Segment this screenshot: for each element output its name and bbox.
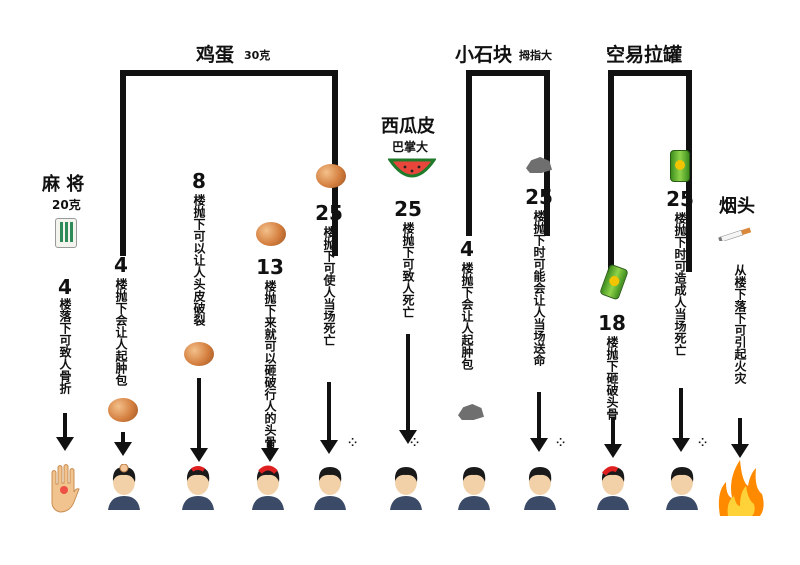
victim-head: [388, 464, 424, 510]
egg-icon: [316, 164, 346, 188]
rock-group-bracket: [466, 70, 550, 236]
can-group-title: 空易拉罐: [606, 44, 683, 66]
victim-head: [180, 464, 216, 510]
victim-head: [595, 464, 631, 510]
mahjong-title: 麻 将: [42, 174, 85, 195]
egg8-arrow: [190, 378, 208, 462]
egg25-floor-number: 25: [315, 201, 343, 225]
can-impact-icon: ⁘: [698, 436, 708, 449]
egg-group-weight: 30克: [244, 49, 271, 62]
can18-arrow: [604, 418, 622, 458]
rind-splat-icon: ⁘: [410, 436, 420, 449]
egg-group-title: 鸡蛋: [196, 44, 235, 66]
egg13-floor-number: 13: [256, 255, 284, 279]
can18-description: 楼抛下砸破头骨: [605, 336, 619, 420]
can25-description: 楼抛下时可造成人当场死亡: [673, 212, 687, 356]
egg-icon: [184, 342, 214, 366]
mahjong-floor-number: 4: [58, 275, 72, 299]
egg-icon: [256, 222, 286, 246]
rock25-arrow: [530, 392, 548, 452]
mahjong-description: 楼落下可致人骨折: [58, 298, 72, 394]
rock-icon: [458, 404, 484, 420]
egg-icon: [108, 398, 138, 422]
cigarette-arrow: [731, 418, 749, 458]
can-icon: [599, 263, 629, 301]
rock-icon: [526, 157, 552, 173]
watermelon-description: 楼抛下可致人死亡: [401, 222, 415, 318]
egg-splat-icon: ⁘: [348, 436, 358, 449]
watermelon-size: 巴掌大: [392, 140, 429, 154]
victim-head: [456, 464, 492, 510]
egg4-description: 楼抛下会让人起肿包: [114, 278, 128, 386]
egg8-description: 楼抛下可以让人头皮破裂: [192, 194, 206, 326]
can25-floor-number: 25: [666, 187, 694, 211]
watermelon-floor-number: 25: [394, 197, 422, 221]
egg25-arrow: [320, 382, 338, 454]
mahjong-arrow: [56, 413, 74, 451]
can25-arrow: [672, 388, 690, 452]
cigarette-description: 从楼下落下可引起火灾: [733, 264, 747, 384]
fire-icon: [716, 452, 766, 518]
egg13-arrow: [261, 440, 279, 462]
can-icon: [670, 150, 690, 182]
injured-hand-icon: [46, 462, 82, 514]
cigarette-icon: [718, 226, 754, 243]
victim-head: [106, 463, 142, 510]
rock25-floor-number: 25: [525, 185, 553, 209]
watermelon-arrow: [399, 334, 417, 444]
victim-head: [522, 464, 558, 510]
victim-head: [312, 464, 348, 510]
rock-group-size: 拇指大: [519, 49, 552, 62]
mahjong-weight: 20克: [52, 198, 81, 212]
rock4-description: 楼抛下会让人起肿包: [460, 262, 474, 370]
victim-head: [250, 464, 286, 510]
mahjong-tile-icon: [55, 218, 77, 248]
can18-floor-number: 18: [598, 311, 626, 335]
egg4-floor-number: 4: [114, 253, 128, 277]
rock-impact-icon: ⁘: [556, 436, 566, 449]
egg13-description: 楼抛下来就可以砸破行人的头骨: [263, 280, 277, 448]
egg8-floor-number: 8: [192, 169, 206, 193]
watermelon-rind-icon: [387, 158, 437, 184]
rock25-description: 楼抛下时可能会让人当场送命: [532, 210, 546, 366]
rock-group-title: 小石块: [455, 44, 513, 66]
watermelon-title: 西瓜皮: [381, 116, 435, 137]
cigarette-title: 烟头: [719, 196, 755, 217]
egg4-arrow: [114, 432, 132, 456]
victim-head: [664, 464, 700, 510]
egg-group-bracket: [120, 70, 338, 256]
egg25-description: 楼抛下可使人当场死亡: [322, 226, 336, 346]
rock4-floor-number: 4: [460, 237, 474, 261]
